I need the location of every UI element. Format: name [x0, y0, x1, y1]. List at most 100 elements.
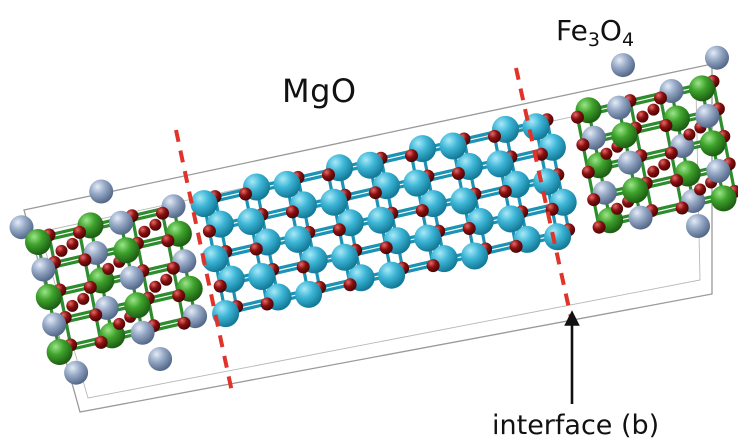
mg-atom	[544, 223, 572, 251]
o-atom	[592, 220, 606, 234]
fe3o4-label-o: O	[599, 14, 622, 47]
o-atom	[462, 222, 476, 235]
fe-atom-tetrahedral	[695, 103, 720, 128]
o-atom	[78, 253, 92, 267]
mg-atom	[248, 263, 276, 290]
fe-atom-tetrahedral	[130, 320, 155, 345]
o-atom	[581, 165, 595, 179]
o-atom	[343, 278, 357, 292]
o-atom	[239, 187, 252, 201]
o-atom	[658, 158, 671, 171]
fe-atom-octahedral	[689, 75, 715, 102]
o-atom	[426, 259, 440, 273]
o-atom	[611, 202, 624, 215]
interface-line-left	[174, 129, 234, 393]
atom-layer	[9, 45, 738, 385]
fe3o4-label: Fe3O4	[556, 14, 634, 50]
o-atom	[600, 147, 613, 160]
interface-b-label: interface (b)	[492, 410, 660, 441]
o-atom	[683, 128, 696, 141]
mg-atom	[403, 169, 431, 197]
o-atom	[149, 280, 162, 293]
mg-atom	[295, 280, 323, 308]
fe-atom-octahedral	[611, 122, 638, 149]
o-atom	[66, 299, 79, 312]
mgo-label: MgO	[282, 72, 357, 110]
o-atom	[405, 149, 418, 163]
fe-atom-tetrahedral	[31, 257, 56, 282]
o-atom	[659, 119, 673, 132]
fe3o4-label-sub4: 4	[621, 29, 635, 51]
mg-atom	[212, 300, 240, 328]
mg-atom	[450, 187, 478, 215]
o-atom	[102, 262, 115, 275]
o-atom	[160, 273, 173, 286]
interface-line-right	[514, 67, 574, 323]
o-atom	[172, 289, 186, 303]
fe-atom-tetrahedral	[109, 210, 133, 235]
mg-atom	[367, 206, 395, 234]
fe-atom-octahedral	[35, 284, 62, 310]
o-atom	[368, 186, 382, 200]
fe3o4-label-sub3: 3	[587, 29, 600, 51]
o-atom	[415, 204, 429, 218]
fe-atom-octahedral	[46, 339, 73, 365]
o-atom	[202, 224, 216, 238]
fe-atom-octahedral	[622, 177, 649, 204]
fe-atom-tetrahedral	[119, 265, 144, 290]
o-atom	[89, 308, 103, 322]
o-atom	[113, 317, 126, 330]
o-atom	[166, 261, 180, 275]
o-atom	[322, 168, 335, 182]
o-atom	[73, 225, 86, 239]
o-atom	[260, 297, 274, 311]
fe-atom-tetrahedral	[89, 179, 114, 204]
o-atom	[694, 183, 707, 196]
o-atom	[296, 260, 310, 274]
o-atom	[156, 206, 169, 220]
mg-atom	[497, 205, 525, 233]
mg-atom	[461, 242, 489, 270]
fe-atom-tetrahedral	[705, 45, 729, 70]
o-atom	[670, 174, 684, 187]
o-atom	[213, 279, 227, 293]
o-atom	[509, 239, 523, 253]
o-atom	[451, 167, 465, 180]
fe-atom-tetrahedral	[42, 312, 67, 337]
o-atom	[55, 244, 68, 257]
o-atom	[647, 103, 660, 116]
o-atom	[488, 129, 501, 143]
mg-atom	[414, 224, 442, 252]
mg-atom	[201, 245, 229, 273]
o-atom	[77, 292, 90, 305]
o-atom	[332, 223, 346, 237]
fe-atom-tetrahedral	[628, 205, 653, 230]
mg-atom	[331, 243, 359, 271]
fe-atom-tetrahedral	[9, 215, 34, 240]
o-atom	[66, 237, 79, 250]
fe-atom-octahedral	[113, 237, 140, 264]
fe-atom-tetrahedral	[148, 347, 173, 371]
mg-atom	[439, 132, 467, 160]
fe-atom-octahedral	[124, 292, 151, 319]
o-atom	[498, 184, 512, 198]
o-atom	[647, 165, 660, 178]
o-atom	[664, 146, 678, 160]
o-atom	[285, 205, 299, 219]
o-atom	[675, 201, 689, 215]
mg-atom	[284, 225, 312, 253]
o-atom	[94, 335, 108, 349]
mg-atom	[486, 150, 514, 178]
fe-atom-tetrahedral	[607, 95, 631, 120]
mg-atom	[237, 208, 265, 235]
mg-atom	[320, 188, 348, 216]
fe-atom-octahedral	[25, 229, 51, 255]
mg-atom	[356, 151, 384, 179]
fe-atom-tetrahedral	[617, 150, 642, 175]
fe-atom-tetrahedral	[611, 53, 635, 78]
o-atom	[83, 280, 97, 294]
o-atom	[654, 91, 667, 105]
o-atom	[249, 242, 263, 256]
o-atom	[177, 316, 191, 330]
